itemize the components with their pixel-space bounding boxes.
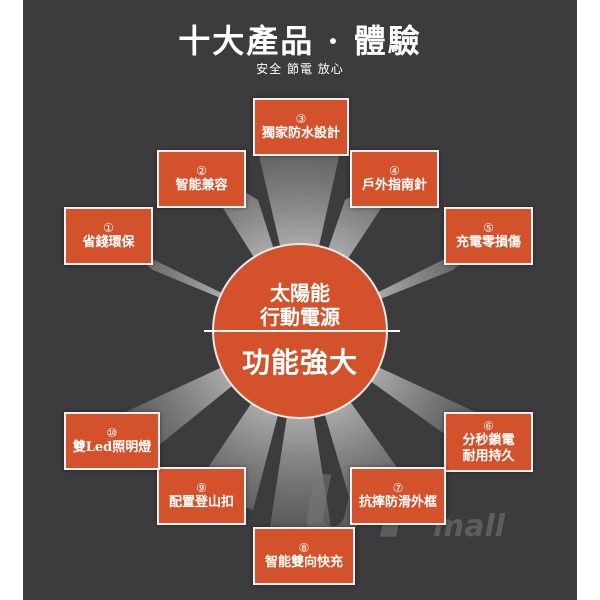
feature-label: 獨家防水設計 [261, 126, 340, 141]
center-circle: 太陽能 行動電源 功能強大 [204, 243, 400, 419]
feature-number: ② [196, 164, 207, 178]
feature-label: 雙Led照明燈 [72, 440, 152, 455]
feature-box-3: ③ 獨家防水設計 [253, 98, 349, 156]
feature-label: 戶外指南針 [361, 178, 427, 193]
feature-number: ⑥ [483, 419, 494, 433]
feature-label-line2: 耐用持久 [462, 449, 515, 464]
feature-number: ⑧ [298, 541, 310, 555]
feature-label: 智能兼容 [175, 178, 228, 193]
feature-box-9: ⑨ 配置登山扣 [157, 467, 246, 525]
feature-number: ① [103, 221, 114, 235]
feature-box-1: ① 省錢環保 [64, 207, 153, 265]
feature-box-7: ⑦ 抗摔防滑外框 [350, 467, 446, 525]
infographic: 十大產品 · 體驗 安全 節電 放心 UT mall ① 省錢環保 ② 智能兼容… [23, 0, 577, 600]
feature-box-4: ④ 戶外指南針 [350, 150, 439, 208]
feature-number: ④ [389, 164, 400, 178]
feature-label: 配置登山扣 [168, 495, 234, 510]
center-divider [204, 330, 400, 332]
feature-number: ⑨ [196, 481, 207, 495]
center-line-1: 太陽能 [270, 281, 330, 305]
feature-box-10: ⑩ 雙Led照明燈 [64, 412, 160, 470]
feature-label: 抗摔防滑外框 [358, 495, 437, 510]
feature-label: 省錢環保 [82, 235, 135, 250]
feature-number: ⑤ [483, 221, 494, 235]
page-title: 十大產品 · 體驗 [178, 22, 422, 60]
center-heading: 太陽能 行動電源 [214, 281, 386, 329]
feature-label: 智能雙向快充 [264, 555, 343, 570]
feature-box-8: ⑧ 智能雙向快充 [253, 527, 355, 585]
feature-box-2: ② 智能兼容 [157, 150, 246, 208]
center-main-text: 功能強大 [241, 346, 358, 379]
center-line-2: 行動電源 [260, 305, 340, 329]
feature-number: ③ [295, 112, 307, 126]
feature-box-6: ⑥ 分秒鎖電 耐用持久 [444, 412, 533, 472]
page-subtitle: 安全 節電 放心 [256, 62, 344, 76]
feature-label: 充電零損傷 [455, 235, 521, 250]
feature-label: 分秒鎖電 [462, 433, 515, 448]
feature-box-5: ⑤ 充電零損傷 [444, 207, 533, 265]
feature-number: ⑩ [106, 426, 118, 440]
feature-number: ⑦ [392, 481, 404, 495]
